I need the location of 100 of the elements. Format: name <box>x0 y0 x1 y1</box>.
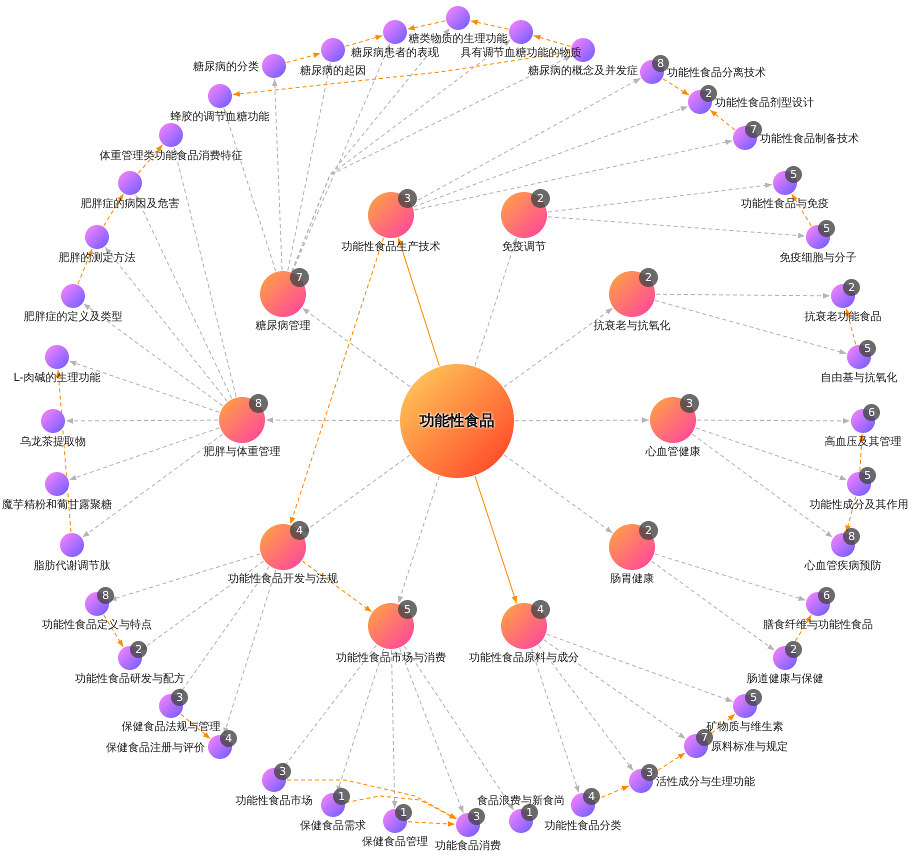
arrow-connector <box>710 110 736 130</box>
topic-label: 抗衰老与抗氧化 <box>594 319 670 332</box>
count-badge: 5 <box>859 340 876 357</box>
topic-label: 糖尿病的概念及并发症 <box>528 64 638 77</box>
topic-label: 功能性食品制备技术 <box>760 132 859 145</box>
arrow-connector <box>266 417 400 423</box>
count-badge: 8 <box>843 528 860 545</box>
arrow-connector <box>302 308 411 388</box>
topic-label: 免疫细胞与分子 <box>780 251 856 264</box>
topic-label: 肥胖症的病因及危害 <box>80 197 180 210</box>
arrow-connector <box>398 476 440 604</box>
topic-label: 魔芋精粉和葡甘露聚糖 <box>2 498 112 511</box>
count-badge: 6 <box>818 586 836 604</box>
topic-label: 功能性食品剂型设计 <box>715 96 814 109</box>
arrow-connector <box>656 293 830 299</box>
arrow-connector <box>692 434 834 538</box>
arrow-connector <box>82 303 224 406</box>
arrow-connector <box>654 554 806 601</box>
arrow-connector <box>345 796 457 820</box>
arrow-connector <box>286 52 321 64</box>
arrow-connector <box>344 34 384 47</box>
topic-label: 抗衰老功能食品 <box>804 310 882 323</box>
arrow-connector <box>77 248 93 284</box>
topic-label: 功能性食品研发与配方 <box>75 672 185 685</box>
topic-label: 肥胖与体重管理 <box>204 445 280 458</box>
arrow-connector <box>398 237 440 366</box>
count-badge: 2 <box>785 640 802 658</box>
arrow-connector <box>399 648 464 814</box>
arrow-connector <box>103 194 124 226</box>
count-badge: 5 <box>818 220 836 237</box>
topic-label: 体重管理类功能食品消费特征 <box>100 149 242 162</box>
topic-label: 糖尿病管理 <box>256 319 310 332</box>
topic-label: 功能性成分及其作用 <box>810 498 908 511</box>
topic-label: 免疫调节 <box>502 240 546 253</box>
count-badge: 7 <box>290 268 310 287</box>
topic-label: 脂肪代谢调节肽 <box>34 559 110 572</box>
count-badge: 2 <box>130 640 148 658</box>
arrow-connector <box>845 308 856 345</box>
count-badge: 4 <box>531 600 550 619</box>
topic-label: 功能性食品分离技术 <box>667 66 766 79</box>
topic-label: 功能性食品市场与消费 <box>336 651 446 664</box>
topic-label: 糖尿病的分类 <box>193 60 259 73</box>
arrow-connector <box>291 28 450 272</box>
arrow-connector <box>547 182 773 213</box>
topic-label: 肠胃健康 <box>610 572 654 585</box>
arrow-connector <box>414 140 733 210</box>
arrow-connector <box>287 62 332 271</box>
topic-label: 原料标准与规定 <box>711 740 788 753</box>
topic-label: 保健食品需求 <box>300 819 366 832</box>
arrow-connector <box>474 476 518 604</box>
count-badge: 1 <box>395 804 412 821</box>
count-badge: 2 <box>843 278 860 296</box>
arrow-connector <box>272 78 283 271</box>
topic-label: 膳食纤维与功能性食品 <box>763 618 873 631</box>
topic-label: 功能性食品市场 <box>236 794 312 807</box>
topic-label: 功能食品消费 <box>435 839 501 852</box>
count-badge: 5 <box>745 688 762 706</box>
topic-label: 肠道健康与保健 <box>746 672 824 685</box>
topic-label: 心血管疾病预防 <box>804 559 882 572</box>
topic-label: 肥胖的测定方法 <box>58 251 136 264</box>
arrow-connector <box>470 20 509 30</box>
count-badge: 2 <box>639 520 658 540</box>
topic-label: 功能性食品原料与成分 <box>469 651 579 664</box>
arrow-connector <box>135 194 232 399</box>
arrow-connector <box>138 144 164 174</box>
count-badge: 4 <box>220 730 238 747</box>
arrow-connector <box>543 639 686 740</box>
arrow-connector <box>662 78 690 96</box>
arrow-connector <box>791 194 812 226</box>
count-badge: 1 <box>333 788 350 805</box>
arrow-connector <box>413 106 688 208</box>
arrow-connector <box>56 369 72 533</box>
arrow-connector <box>547 216 806 238</box>
arrow-connector <box>531 648 580 794</box>
arrow-connector <box>404 645 514 811</box>
arrow-connector <box>474 237 518 366</box>
arrow-connector <box>68 427 220 480</box>
count-badge: 3 <box>468 808 486 825</box>
arrow-connector <box>503 308 614 388</box>
count-badge: 5 <box>785 166 802 183</box>
count-badge: 8 <box>249 394 268 413</box>
topic-label: 糖尿病的起因 <box>300 64 366 77</box>
arrow-connector <box>180 714 211 740</box>
count-badge: 5 <box>859 466 876 484</box>
topic-label: 蜂胶的调节血糖功能 <box>170 110 270 123</box>
topic-label: 糖类物质的生理功能 <box>408 32 508 45</box>
arrow-connector <box>290 237 384 525</box>
topic-label: 高血压及其管理 <box>824 435 902 448</box>
arrow-connector <box>504 454 614 534</box>
arrow-connector <box>292 43 390 272</box>
count-badge: 3 <box>171 688 188 706</box>
count-badge: 6 <box>863 404 880 421</box>
count-badge: 4 <box>290 520 310 540</box>
arrow-connector <box>286 780 458 820</box>
arrow-connector <box>538 644 634 772</box>
topic-label: 自由基与抗氧化 <box>820 371 898 384</box>
arrow-connector <box>173 147 237 398</box>
count-badge: 3 <box>274 762 292 780</box>
arrow-connector <box>407 821 456 827</box>
arrow-connector <box>546 634 734 702</box>
